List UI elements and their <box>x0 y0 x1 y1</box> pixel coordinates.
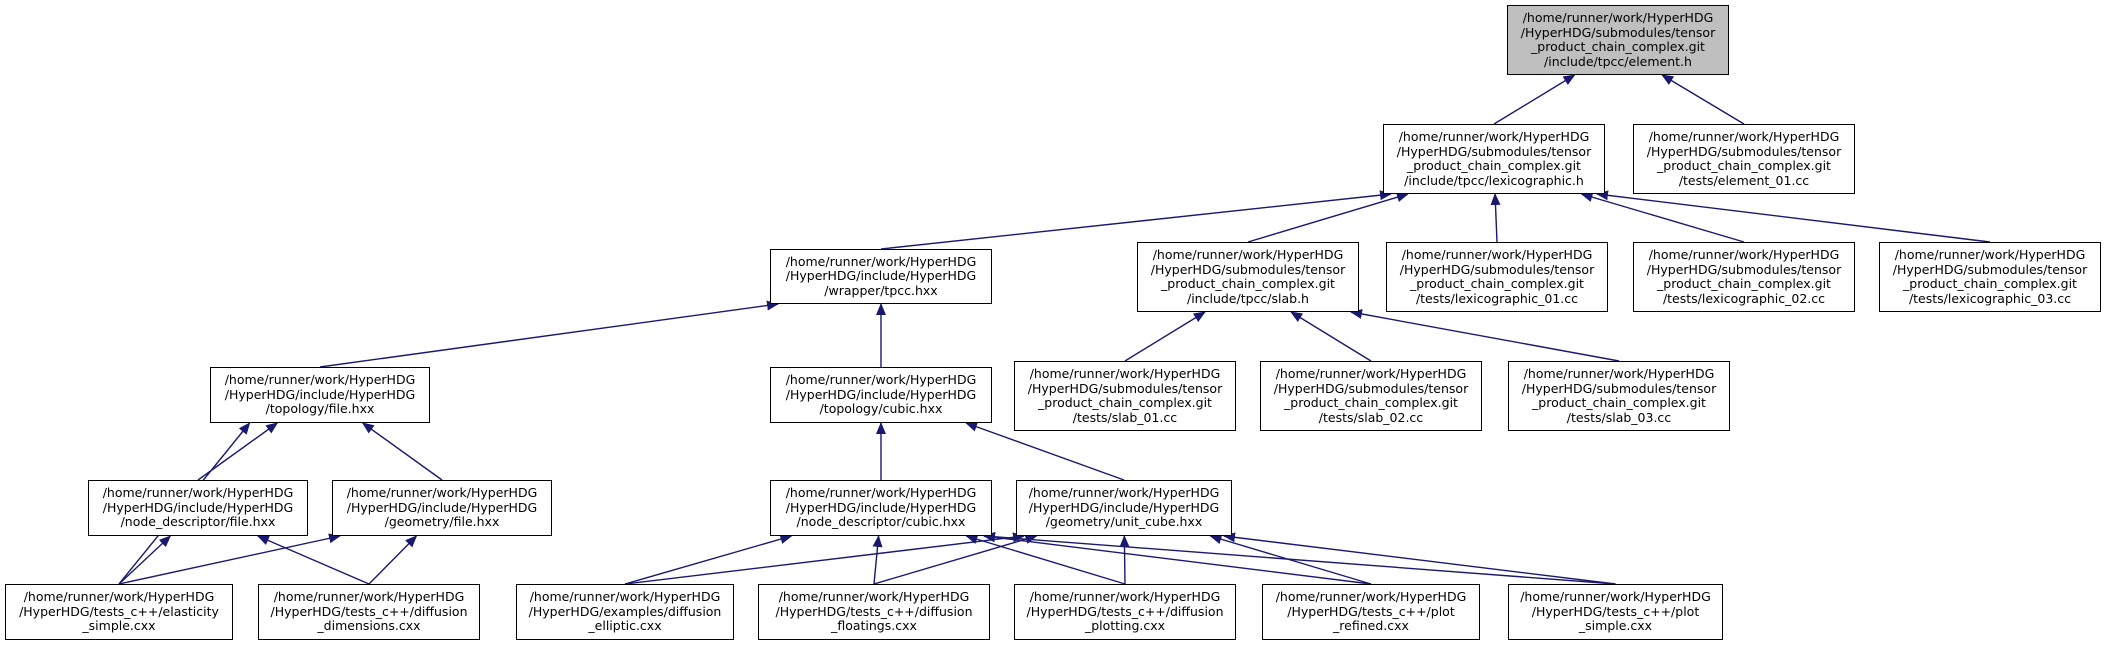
node-label: /home/runner/work/HyperHDG /HyperHDG/sub… <box>1396 129 1592 188</box>
graph-node-node-desc-file[interactable]: /home/runner/work/HyperHDG /HyperHDG/inc… <box>88 480 308 536</box>
node-label: /home/runner/work/HyperHDG /HyperHDG/inc… <box>1028 485 1220 530</box>
edge-slab-02-to-slab-h <box>1290 311 1372 362</box>
graph-node-diffusion-plotting[interactable]: /home/runner/work/HyperHDG /HyperHDG/tes… <box>1014 584 1236 640</box>
node-label: /home/runner/work/HyperHDG /HyperHDG/tes… <box>1520 589 1711 634</box>
graph-node-lexicographic-01[interactable]: /home/runner/work/HyperHDG /HyperHDG/sub… <box>1386 242 1608 312</box>
edge-elasticity-simple-to-node-desc-file <box>118 535 172 585</box>
node-label: /home/runner/work/HyperHDG /HyperHDG/sub… <box>1273 366 1469 425</box>
edge-plot-simple-to-geometry-unit-cube <box>1223 532 1616 585</box>
edge-diffusion-dimensions-to-node-desc-file <box>256 535 370 585</box>
edge-lexicographic-02-to-lexicographic-h <box>1580 192 1745 243</box>
graph-node-lexicographic-03[interactable]: /home/runner/work/HyperHDG /HyperHDG/sub… <box>1879 242 2101 312</box>
edge-diffusion-floatings-to-node-desc-cubic <box>872 535 883 585</box>
graph-node-diffusion-elliptic[interactable]: /home/runner/work/HyperHDG /HyperHDG/exa… <box>516 584 734 640</box>
node-label: /home/runner/work/HyperHDG /HyperHDG/sub… <box>1521 366 1717 425</box>
graph-node-wrapper-tpcc[interactable]: /home/runner/work/HyperHDG /HyperHDG/inc… <box>770 249 992 304</box>
graph-node-lexicographic-02[interactable]: /home/runner/work/HyperHDG /HyperHDG/sub… <box>1633 242 1855 312</box>
edge-diffusion-plotting-to-node-desc-cubic <box>965 534 1126 585</box>
edge-diffusion-floatings-to-geometry-unit-cube <box>873 534 1038 585</box>
graph-node-node-desc-cubic[interactable]: /home/runner/work/HyperHDG /HyperHDG/inc… <box>770 480 992 536</box>
edge-slab-01-to-slab-h <box>1124 311 1206 362</box>
edge-layer <box>118 74 1991 585</box>
node-label: /home/runner/work/HyperHDG /HyperHDG/sub… <box>1399 247 1595 306</box>
node-label: /home/runner/work/HyperHDG /HyperHDG/inc… <box>785 372 977 417</box>
graph-node-slab-01[interactable]: /home/runner/work/HyperHDG /HyperHDG/sub… <box>1014 361 1236 431</box>
graph-node-geometry-file[interactable]: /home/runner/work/HyperHDG /HyperHDG/inc… <box>332 480 552 536</box>
edge-geometry-unit-cube-to-topology-cubic <box>965 422 1125 481</box>
graph-node-elasticity-simple[interactable]: /home/runner/work/HyperHDG /HyperHDG/tes… <box>5 584 233 640</box>
edge-lexicographic-h-to-element-h <box>1493 74 1576 125</box>
node-label: /home/runner/work/HyperHDG /HyperHDG/sub… <box>1646 247 1842 306</box>
graph-node-plot-simple[interactable]: /home/runner/work/HyperHDG /HyperHDG/tes… <box>1508 584 1723 640</box>
node-label: /home/runner/work/HyperHDG /HyperHDG/tes… <box>1275 589 1467 634</box>
node-label: /home/runner/work/HyperHDG /HyperHDG/sub… <box>1520 10 1716 69</box>
node-label: /home/runner/work/HyperHDG /HyperHDG/tes… <box>1026 589 1224 634</box>
edge-plot-refined-to-geometry-unit-cube <box>1209 534 1372 585</box>
edge-diffusion-plotting-to-geometry-unit-cube <box>1119 535 1130 585</box>
edge-slab-03-to-slab-h <box>1350 309 1620 362</box>
graph-node-slab-h[interactable]: /home/runner/work/HyperHDG /HyperHDG/sub… <box>1137 242 1359 312</box>
node-label: /home/runner/work/HyperHDG /HyperHDG/tes… <box>775 589 973 634</box>
node-label: /home/runner/work/HyperHDG /HyperHDG/tes… <box>270 589 468 634</box>
node-label: /home/runner/work/HyperHDG /HyperHDG/inc… <box>785 485 977 530</box>
edge-geometry-file-to-topology-file <box>361 422 443 481</box>
edge-diffusion-elliptic-to-geometry-unit-cube <box>624 532 1025 585</box>
graph-node-lexicographic-h[interactable]: /home/runner/work/HyperHDG /HyperHDG/sub… <box>1383 124 1605 194</box>
graph-node-diffusion-dimensions[interactable]: /home/runner/work/HyperHDG /HyperHDG/tes… <box>258 584 480 640</box>
node-label: /home/runner/work/HyperHDG /HyperHDG/sub… <box>1027 366 1223 425</box>
node-label: /home/runner/work/HyperHDG /HyperHDG/inc… <box>346 485 538 530</box>
edge-slab-h-to-lexicographic-h <box>1247 192 1409 243</box>
node-label: /home/runner/work/HyperHDG /HyperHDG/exa… <box>528 589 722 634</box>
node-label: /home/runner/work/HyperHDG /HyperHDG/inc… <box>224 372 416 417</box>
edge-diffusion-elliptic-to-node-desc-cubic <box>624 534 793 585</box>
graph-node-topology-cubic[interactable]: /home/runner/work/HyperHDG /HyperHDG/inc… <box>770 367 992 423</box>
graph-node-slab-02[interactable]: /home/runner/work/HyperHDG /HyperHDG/sub… <box>1260 361 1482 431</box>
graph-node-element-h[interactable]: /home/runner/work/HyperHDG /HyperHDG/sub… <box>1507 5 1729 75</box>
node-label: /home/runner/work/HyperHDG /HyperHDG/sub… <box>1150 247 1346 306</box>
edge-diffusion-dimensions-to-geometry-file <box>368 535 418 585</box>
edge-elasticity-simple-to-geometry-file <box>118 533 341 585</box>
graph-node-diffusion-floatings[interactable]: /home/runner/work/HyperHDG /HyperHDG/tes… <box>758 584 990 640</box>
graph-node-plot-refined[interactable]: /home/runner/work/HyperHDG /HyperHDG/tes… <box>1262 584 1480 640</box>
edge-lexicographic-01-to-lexicographic-h <box>1490 193 1501 243</box>
graph-node-topology-file[interactable]: /home/runner/work/HyperHDG /HyperHDG/inc… <box>210 367 430 423</box>
node-label: /home/runner/work/HyperHDG /HyperHDG/inc… <box>102 485 294 530</box>
edge-element-01-to-element-h <box>1661 74 1745 125</box>
node-label: /home/runner/work/HyperHDG /HyperHDG/inc… <box>785 253 977 298</box>
edge-topology-file-to-wrapper-tpcc <box>319 300 779 368</box>
node-label: /home/runner/work/HyperHDG /HyperHDG/sub… <box>1892 247 2088 306</box>
node-label: /home/runner/work/HyperHDG /HyperHDG/sub… <box>1646 129 1842 188</box>
edge-lexicographic-03-to-lexicographic-h <box>1596 190 1991 243</box>
edge-plot-simple-to-node-desc-cubic <box>983 531 1616 585</box>
graph-node-geometry-unit-cube[interactable]: /home/runner/work/HyperHDG /HyperHDG/inc… <box>1016 480 1232 536</box>
graph-node-slab-03[interactable]: /home/runner/work/HyperHDG /HyperHDG/sub… <box>1508 361 1730 431</box>
edge-wrapper-tpcc-to-lexicographic-h <box>880 190 1392 250</box>
graph-node-element-01[interactable]: /home/runner/work/HyperHDG /HyperHDG/sub… <box>1633 124 1855 194</box>
edge-plot-refined-to-node-desc-cubic <box>983 532 1372 585</box>
node-label: /home/runner/work/HyperHDG /HyperHDG/tes… <box>19 589 219 634</box>
